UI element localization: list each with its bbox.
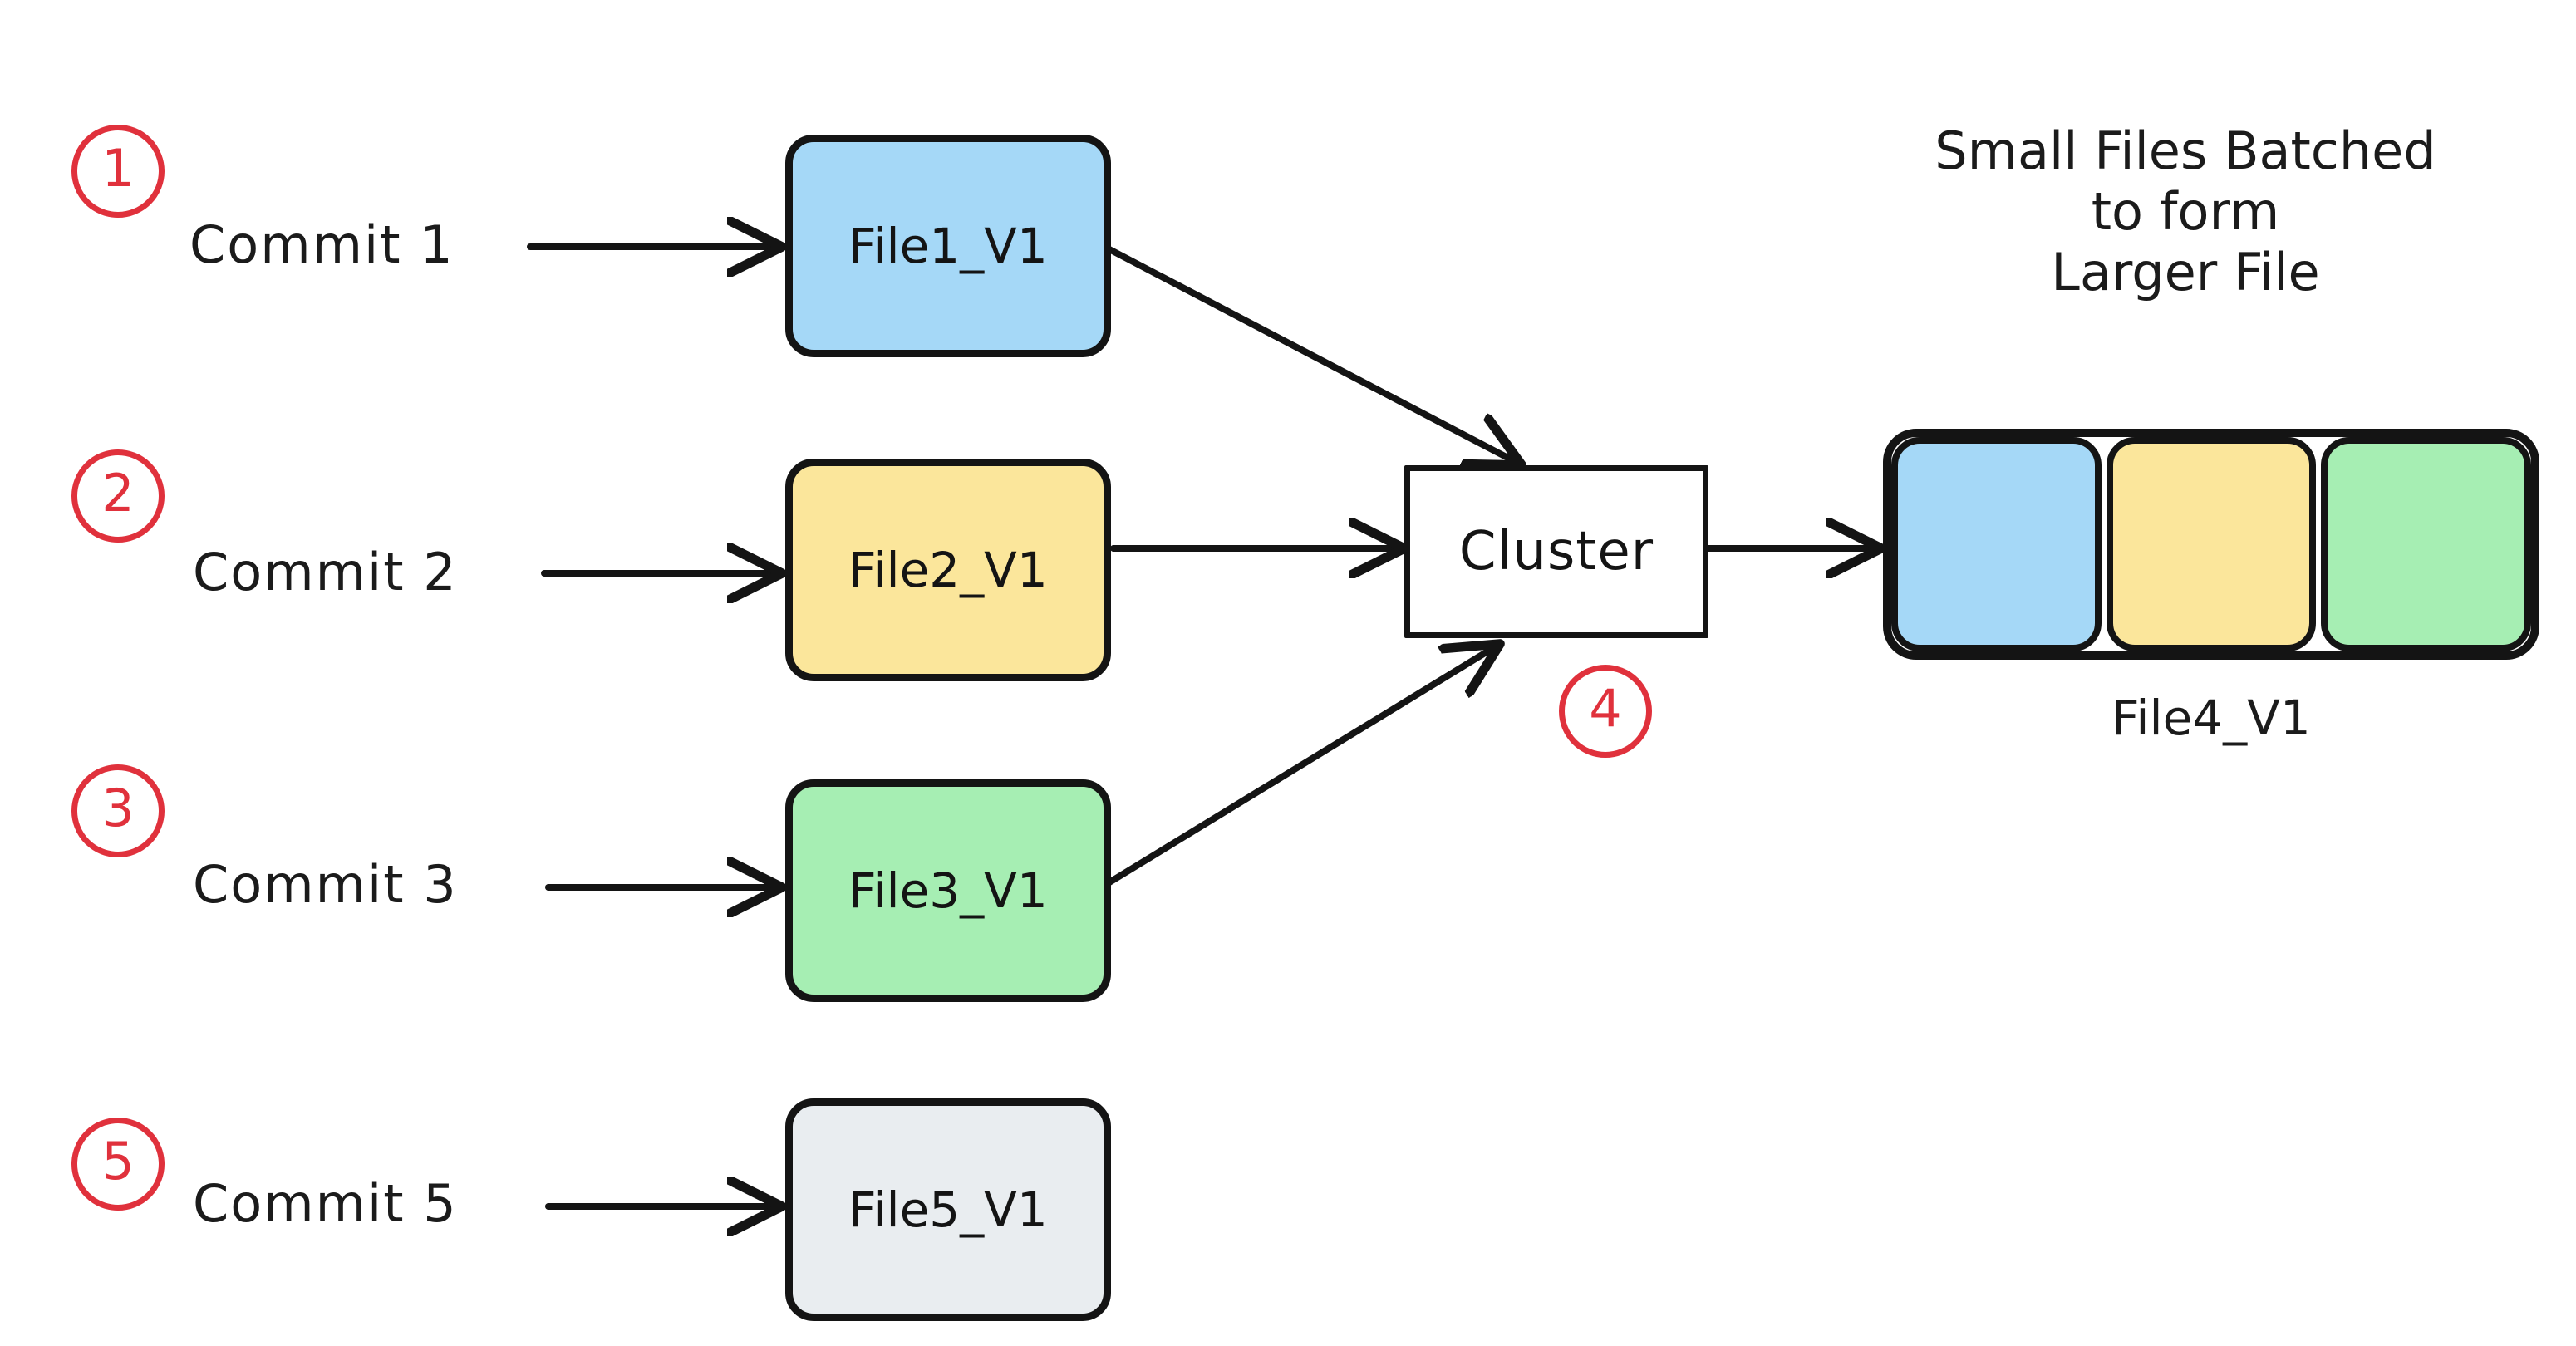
step-badge-1[interactable]: 1 (71, 125, 165, 218)
batching-note-line-2: to form (2091, 181, 2280, 243)
batched-segment-green[interactable] (2321, 437, 2532, 651)
step-badge-5[interactable]: 5 (71, 1118, 165, 1211)
commit-label-5: Commit 5 (193, 1173, 458, 1234)
file-label-file3: File3_V1 (848, 862, 1048, 919)
file-label-file1: File1_V1 (848, 218, 1048, 274)
file-label-file2: File2_V1 (848, 542, 1048, 598)
commit-label-2: Commit 2 (193, 542, 458, 602)
file-box-file3[interactable]: File3_V1 (785, 779, 1111, 1002)
batched-file-caption: File4_V1 (2111, 690, 2311, 746)
file-box-file5[interactable]: File5_V1 (785, 1098, 1111, 1321)
batched-file-group[interactable] (1883, 429, 2539, 660)
step-badge-4[interactable]: 4 (1559, 665, 1652, 758)
batched-segment-blue[interactable] (1891, 437, 2102, 651)
commit-label-3: Commit 3 (193, 854, 458, 915)
cluster-label: Cluster (1458, 521, 1654, 582)
commit-label-1: Commit 1 (189, 214, 455, 275)
cluster-box[interactable]: Cluster (1404, 465, 1708, 638)
step-badge-3[interactable]: 3 (71, 764, 165, 857)
batching-note-line-3: Larger File (2051, 242, 2320, 303)
batching-note: Small Files Batched to form Larger File (1853, 120, 2518, 302)
arrow-file3-to-cluster (1106, 646, 1496, 886)
step-badge-2[interactable]: 2 (71, 449, 165, 543)
file-label-file5: File5_V1 (848, 1181, 1048, 1238)
arrow-file1-to-cluster (1106, 246, 1517, 463)
batched-segment-yellow[interactable] (2106, 437, 2317, 651)
file-box-file2[interactable]: File2_V1 (785, 459, 1111, 681)
batching-note-line-1: Small Files Batched (1934, 120, 2436, 181)
file-box-file1[interactable]: File1_V1 (785, 135, 1111, 357)
